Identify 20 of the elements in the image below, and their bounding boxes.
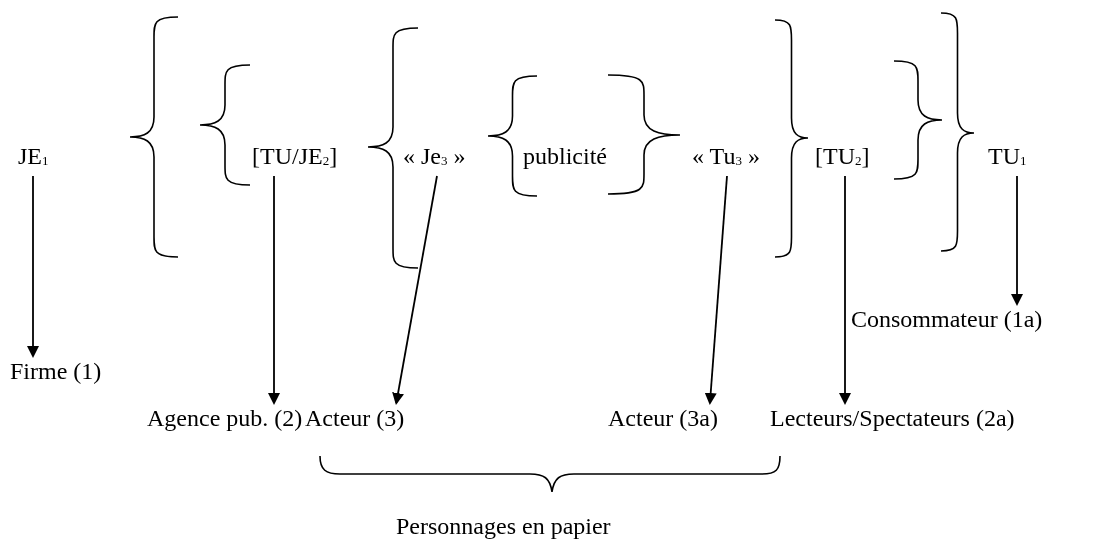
role-label: Consommateur (1a) <box>851 305 1043 333</box>
pronoun-label: [TU/JE$_{2}$] <box>252 142 338 174</box>
arrow <box>268 175 280 405</box>
role-label: Acteur (3a) <box>608 404 718 432</box>
group-caption: Personnages en papier <box>396 512 611 540</box>
pronoun-label: « Tu$_{3}$ » <box>692 142 760 174</box>
arrow <box>27 175 39 358</box>
term-label: publicité <box>523 142 607 170</box>
arrow <box>839 175 851 405</box>
role-label: Lecteurs/Spectateurs (2a) <box>770 404 1015 432</box>
role-label: Acteur (3) <box>305 404 405 432</box>
role-label: Agence pub. (2) <box>147 404 303 432</box>
arrow <box>1011 175 1023 306</box>
pronoun-label: « Je$_{3}$ » <box>403 142 466 174</box>
pronoun-label: [TU$_{2}$] <box>815 142 870 174</box>
arrow <box>392 175 438 405</box>
pronoun-label: JE$_{1}$ <box>18 142 49 174</box>
role-label: Firme (1) <box>10 357 102 385</box>
pronoun-label: TU$_{1}$ <box>988 142 1027 174</box>
arrow <box>704 175 728 405</box>
